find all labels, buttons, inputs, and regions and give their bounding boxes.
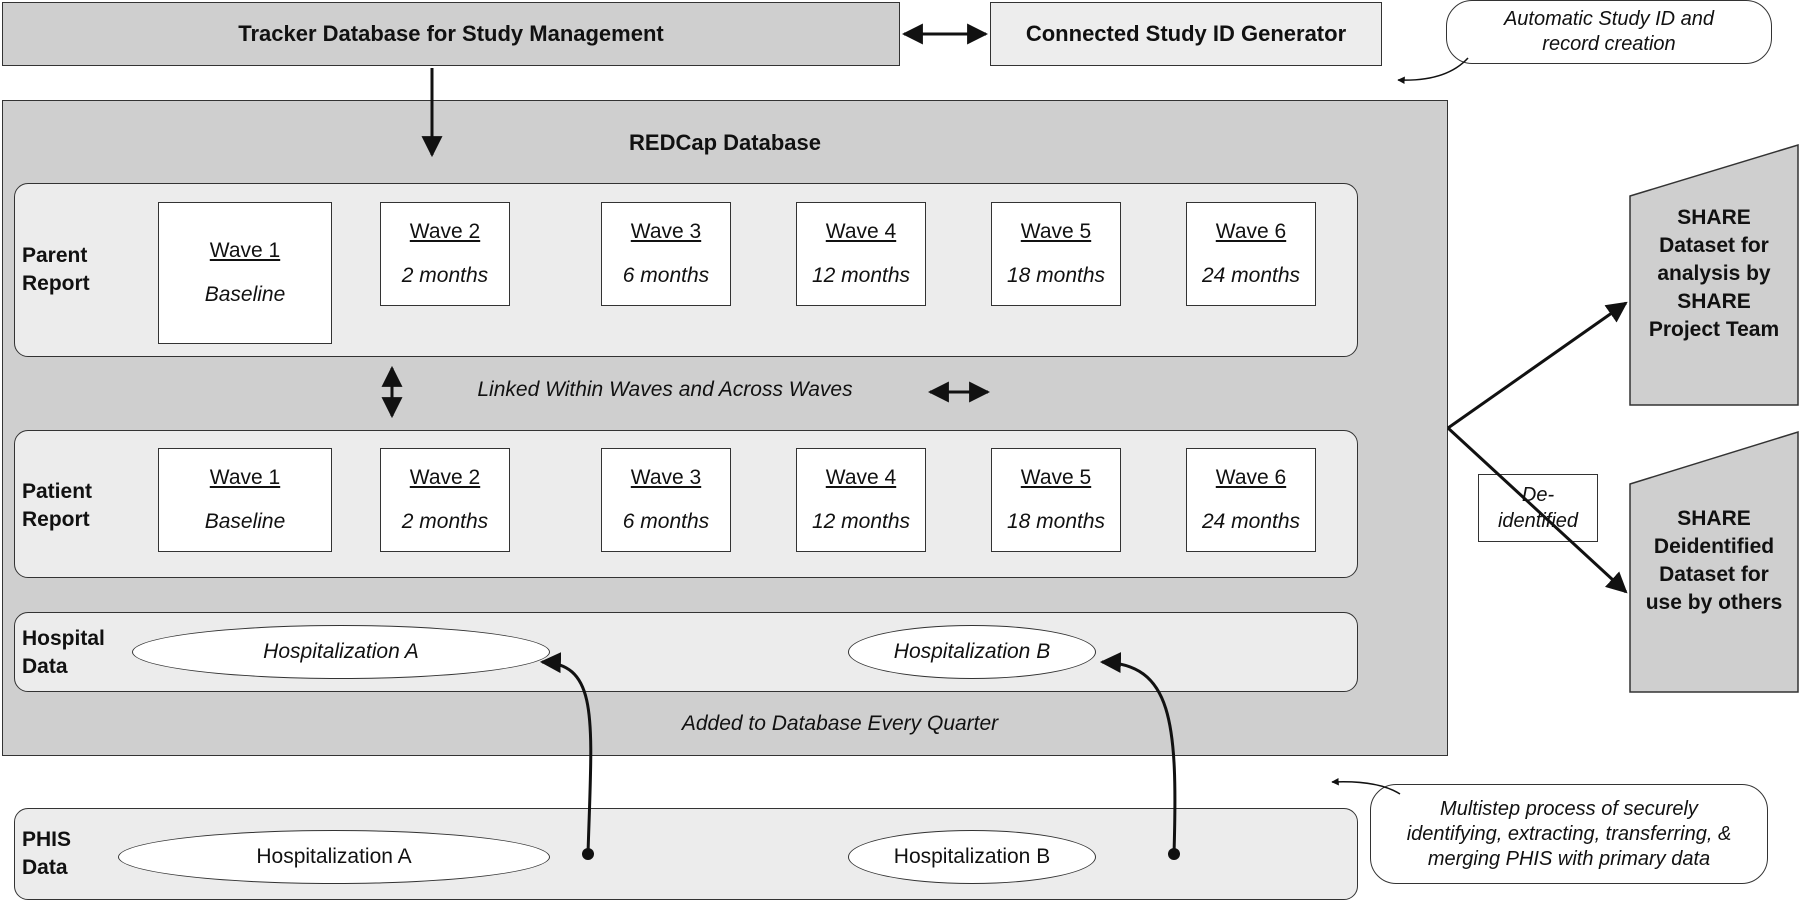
phis-label-line2: Data — [22, 856, 68, 879]
share-others-line: use by others — [1645, 591, 1783, 614]
linked-caption-text: Linked Within Waves and Across Waves — [477, 378, 853, 401]
patient-wave-2: Wave 2 2 months — [380, 448, 510, 552]
share-team-label: SHARE Dataset for analysis by SHARE Proj… — [1630, 204, 1798, 344]
patient-wave-4: Wave 4 12 months — [796, 448, 926, 552]
redcap-to-share-team-arrow — [1447, 301, 1628, 430]
quarter-caption-text: Added to Database Every Quarter — [681, 712, 999, 735]
wave-time: 24 months — [1201, 264, 1301, 287]
share-team-line: SHARE — [1677, 290, 1751, 313]
redcap-database-title: REDCap Database — [520, 126, 930, 160]
wave-time: 6 months — [622, 510, 710, 533]
parent-wave-6: Wave 6 24 months — [1186, 202, 1316, 306]
tracker-database-label: Tracker Database for Study Management — [238, 21, 664, 46]
wave-name: Wave 3 — [630, 466, 702, 489]
hospital-label-line2: Data — [22, 655, 68, 678]
share-team-line: SHARE — [1677, 206, 1751, 229]
patient-report-label: Patient Report — [22, 478, 92, 534]
linked-waves-caption: Linked Within Waves and Across Waves — [430, 378, 900, 402]
auto-note-pointer — [1397, 57, 1469, 85]
parent-wave-4: Wave 4 12 months — [796, 202, 926, 306]
parent-wave-2: Wave 2 2 months — [380, 202, 510, 306]
share-others-line: Deidentified — [1653, 535, 1775, 558]
wave-time: Baseline — [204, 510, 286, 533]
deid-line2: identified — [1497, 510, 1579, 532]
wave-name: Wave 4 — [825, 466, 897, 489]
wave-name: Wave 1 — [209, 466, 281, 489]
wave-time: 6 months — [622, 264, 710, 287]
wave-name: Wave 3 — [630, 220, 702, 243]
patient-wave-3: Wave 3 6 months — [601, 448, 731, 552]
deid-line1: De- — [1521, 484, 1555, 506]
wave-time: 18 months — [1006, 510, 1106, 533]
patient-label-line1: Patient — [22, 480, 93, 503]
hospitalization-a-phis: Hospitalization A — [118, 830, 550, 884]
phis-label-line1: PHIS — [22, 828, 72, 851]
wave-name: Wave 2 — [409, 466, 481, 489]
auto-study-id-note: Automatic Study ID and record creation — [1446, 0, 1772, 64]
wave-name: Wave 4 — [825, 220, 897, 243]
wave-time: 12 months — [811, 510, 911, 533]
share-others-label: SHARE Deidentified Dataset for use by ot… — [1630, 505, 1798, 617]
patient-label-line2: Report — [22, 508, 90, 531]
auto-note-line1: Automatic Study ID and — [1503, 8, 1715, 30]
hospital-label-line1: Hospital — [22, 627, 105, 650]
parent-label-line1: Parent — [22, 244, 88, 267]
parent-report-label: Parent Report — [22, 242, 90, 298]
wave-name: Wave 6 — [1215, 220, 1287, 243]
share-team-line: Project Team — [1648, 318, 1780, 341]
parent-wave-1: Wave 1 Baseline — [158, 202, 332, 344]
tracker-database-box: Tracker Database for Study Management — [2, 2, 900, 66]
auto-note-line2: record creation — [1542, 33, 1676, 55]
wave-name: Wave 1 — [209, 239, 281, 262]
study-id-generator-label: Connected Study ID Generator — [1025, 21, 1347, 46]
hospitalization-b-redcap: Hospitalization B — [848, 625, 1096, 679]
wave-time: 2 months — [401, 510, 489, 533]
share-team-line: analysis by — [1657, 262, 1771, 285]
wave-name: Wave 5 — [1020, 466, 1092, 489]
phis-note-line2: identifying, extracting, transferring, & — [1406, 822, 1732, 845]
wave-time: Baseline — [204, 283, 286, 306]
wave-time: 12 months — [811, 264, 911, 287]
phis-note-line3: merging PHIS with primary data — [1427, 847, 1711, 870]
wave-name: Wave 5 — [1020, 220, 1092, 243]
hospitalization-a-redcap: Hospitalization A — [132, 625, 550, 679]
share-others-line: SHARE — [1677, 507, 1751, 530]
phis-hospitalization-a-text: Hospitalization A — [256, 845, 412, 868]
quarterly-caption: Added to Database Every Quarter — [580, 712, 1100, 736]
share-team-line: Dataset for — [1659, 234, 1769, 257]
parent-label-line2: Report — [22, 272, 90, 295]
phis-data-label: PHIS Data — [22, 826, 71, 882]
hospitalization-a-text: Hospitalization A — [263, 640, 419, 663]
redcap-title-text: REDCap Database — [629, 130, 821, 155]
study-id-generator-box: Connected Study ID Generator — [990, 2, 1382, 66]
deidentified-label: De- identified — [1478, 474, 1598, 542]
hospitalization-b-text: Hospitalization B — [893, 640, 1051, 663]
phis-note-line1: Multistep process of securely — [1440, 797, 1698, 820]
hospital-data-label: Hospital Data — [22, 625, 105, 681]
wave-name: Wave 6 — [1215, 466, 1287, 489]
parent-wave-5: Wave 5 18 months — [991, 202, 1121, 306]
hospitalization-b-phis: Hospitalization B — [848, 830, 1096, 884]
wave-time: 24 months — [1201, 510, 1301, 533]
wave-time: 2 months — [401, 264, 489, 287]
patient-wave-1: Wave 1 Baseline — [158, 448, 332, 552]
patient-wave-6: Wave 6 24 months — [1186, 448, 1316, 552]
parent-wave-3: Wave 3 6 months — [601, 202, 731, 306]
wave-time: 18 months — [1006, 264, 1106, 287]
wave-name: Wave 2 — [409, 220, 481, 243]
patient-wave-5: Wave 5 18 months — [991, 448, 1121, 552]
phis-hospitalization-b-text: Hospitalization B — [893, 845, 1051, 868]
phis-process-note: Multistep process of securely identifyin… — [1370, 784, 1768, 884]
share-others-line: Dataset for — [1659, 563, 1769, 586]
